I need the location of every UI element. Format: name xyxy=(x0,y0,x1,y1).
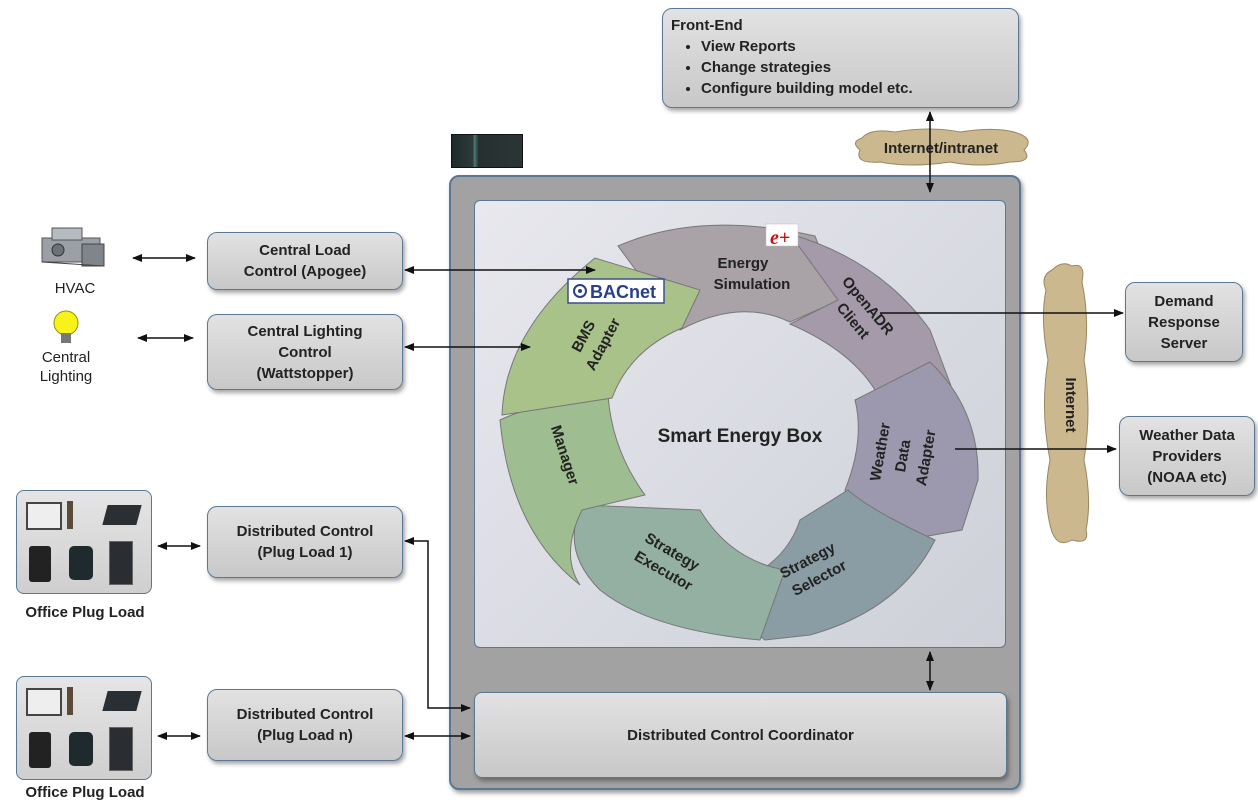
front-end-item: View Reports xyxy=(701,36,913,57)
computer-tower-icon xyxy=(109,727,133,771)
weather-data-providers-box: Weather Data Providers (NOAA etc) xyxy=(1119,416,1255,496)
office-plug-load-panel xyxy=(16,676,152,780)
distributed-control-n-box: Distributed Control (Plug Load n) xyxy=(207,689,403,761)
office-plug-load-panel xyxy=(16,490,152,594)
front-end-list: View Reports Change strategies Configure… xyxy=(671,36,913,99)
internet-cloud: Internet xyxy=(1042,263,1090,544)
heater-icon xyxy=(69,732,93,766)
laptop-icon xyxy=(102,505,142,525)
hvac-label: HVAC xyxy=(54,280,96,297)
box-line: Demand xyxy=(1154,292,1214,310)
box-line: (Plug Load 1) xyxy=(257,544,353,561)
office-plug-load-label: Office Plug Load xyxy=(25,784,145,801)
svg-text:e+: e+ xyxy=(770,227,790,249)
coffee-maker-icon xyxy=(29,546,51,582)
central-load-control-box: Central Load Control (Apogee) xyxy=(207,232,403,290)
front-end-box: Front-End View Reports Change strategies… xyxy=(662,8,1019,108)
box-line: (NOAA etc) xyxy=(1147,468,1227,486)
connectors xyxy=(132,111,1124,740)
hvac-icon xyxy=(41,227,105,267)
lamp-icon xyxy=(67,501,73,529)
box-line: (Plug Load n) xyxy=(257,727,353,744)
box-line: Central Lighting xyxy=(247,322,363,340)
laptop-icon xyxy=(102,691,142,711)
printer-icon xyxy=(26,688,62,716)
distributed-control-coordinator-box: Distributed Control Coordinator xyxy=(474,692,1007,778)
arrow-distributed-1 xyxy=(404,537,471,712)
coordinator-label: Distributed Control Coordinator xyxy=(627,726,854,744)
box-line: Server xyxy=(1160,334,1208,352)
computer-tower-icon xyxy=(109,541,133,585)
box-line: (Wattstopper) xyxy=(256,364,354,382)
energyplus-logo: e+ xyxy=(765,223,799,249)
box-line: Response xyxy=(1148,313,1220,331)
bacnet-logo: BACnet xyxy=(567,278,665,304)
front-end-item: Change strategies xyxy=(701,57,913,78)
svg-text:Internet: Internet xyxy=(1062,377,1079,432)
central-lighting-label-line: Lighting xyxy=(39,368,93,385)
svg-text:Internet/intranet: Internet/intranet xyxy=(884,140,998,157)
box-line: Control (Apogee) xyxy=(243,263,367,280)
server-rack-icon xyxy=(451,134,523,168)
intranet-cloud: Internet/intranet xyxy=(855,128,1029,166)
box-line: Distributed Control xyxy=(236,523,374,540)
svg-text:BACnet: BACnet xyxy=(590,282,656,302)
strategy-executor-segment xyxy=(573,504,786,641)
lamp-icon xyxy=(67,687,73,715)
central-lighting-label-line: Central xyxy=(41,349,91,366)
weather-adapter-segment xyxy=(844,361,979,549)
box-line: Control xyxy=(278,343,332,361)
box-line: Providers xyxy=(1152,447,1222,465)
front-end-item: Configure building model etc. xyxy=(701,78,913,99)
central-lighting-control-box: Central Lighting Control (Wattstopper) xyxy=(207,314,403,390)
distributed-control-1-box: Distributed Control (Plug Load 1) xyxy=(207,506,403,578)
office-plug-load-label: Office Plug Load xyxy=(25,604,145,621)
lightbulb-icon xyxy=(53,310,79,343)
box-line: Central Load xyxy=(259,242,351,259)
energy-simulation-label: Energy Simulation xyxy=(714,255,791,293)
coffee-maker-icon xyxy=(29,732,51,768)
demand-response-server-box: Demand Response Server xyxy=(1125,282,1243,362)
printer-icon xyxy=(26,502,62,530)
heater-icon xyxy=(69,546,93,580)
front-end-title: Front-End xyxy=(671,17,743,34)
smart-energy-box-title: Smart Energy Box xyxy=(658,426,823,447)
box-line: Weather Data xyxy=(1139,426,1235,444)
central-lighting-label: Central Lighting xyxy=(18,348,114,386)
smart-energy-ring xyxy=(499,224,979,641)
box-line: Distributed Control xyxy=(236,706,374,723)
